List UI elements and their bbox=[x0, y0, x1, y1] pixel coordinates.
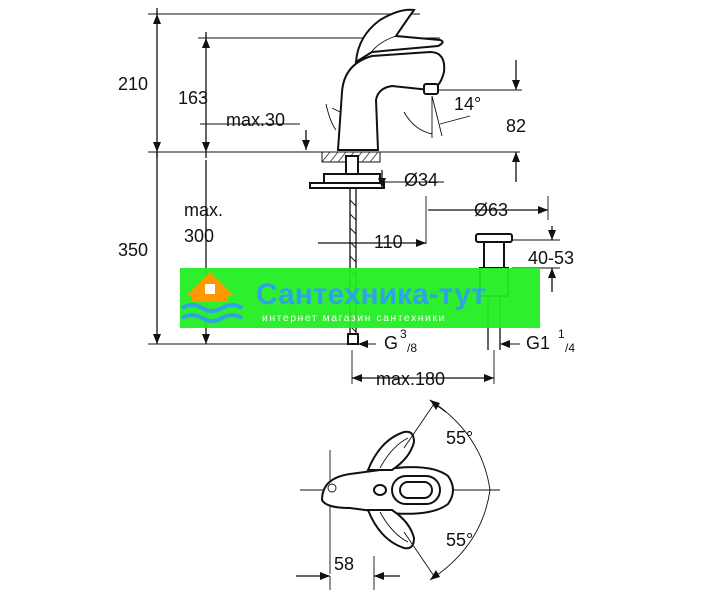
dim-g38-sub: /8 bbox=[407, 341, 417, 355]
dimension-82: 82 bbox=[506, 60, 526, 182]
dim-g38-sup: 3 bbox=[400, 327, 407, 341]
dimension-g38: G 3 /8 bbox=[358, 327, 417, 355]
watermark-banner: Сантехника-тут интернет магазин сантехни… bbox=[180, 268, 540, 328]
angle-top-label: 55° bbox=[446, 428, 473, 448]
dim-g38-main: G bbox=[384, 333, 398, 353]
dimension-max300: max. 300 bbox=[184, 160, 223, 344]
dim-350-label: 350 bbox=[118, 240, 148, 260]
watermark-subtitle: интернет магазин сантехники bbox=[262, 312, 446, 324]
dim-g114-sup: 1 bbox=[558, 327, 565, 341]
dimension-350: 350 bbox=[118, 152, 161, 344]
dimension-d63: Ø63 bbox=[425, 196, 549, 244]
angle-bottom-label: 55° bbox=[446, 530, 473, 550]
angle-14-label: 14° bbox=[454, 94, 481, 114]
dim-max30-label: max.30 bbox=[226, 110, 285, 130]
dim-g114-main: G1 bbox=[526, 333, 550, 353]
extension-lines bbox=[148, 13, 522, 345]
dimension-max30: max.30 bbox=[226, 110, 310, 150]
dimension-g114: G1 1 /4 bbox=[500, 327, 575, 355]
dim-40-53-label: 40-53 bbox=[528, 248, 574, 268]
watermark-title: Сантехника-тут bbox=[256, 278, 486, 311]
dimension-210: 210 bbox=[118, 8, 161, 158]
plan-view: 55° 55° 58 bbox=[296, 399, 500, 590]
faucet-body bbox=[325, 8, 446, 151]
dimension-163: 163 bbox=[178, 32, 210, 158]
dim-82-label: 82 bbox=[506, 116, 526, 136]
dimension-d34: Ø34 bbox=[378, 170, 444, 190]
dim-max-label: max. bbox=[184, 200, 223, 220]
angle-14: 14° bbox=[403, 94, 481, 138]
house-logo-icon bbox=[186, 272, 234, 302]
dim-210-label: 210 bbox=[118, 74, 148, 94]
dim-g114-sub: /4 bbox=[565, 341, 575, 355]
dim-max180-label: max.180 bbox=[376, 369, 445, 389]
dim-163-label: 163 bbox=[178, 88, 208, 108]
water-waves-icon bbox=[180, 303, 244, 323]
dim-d34-label: Ø34 bbox=[404, 170, 438, 190]
dimension-110: 110 bbox=[318, 232, 426, 252]
dimension-max180: max.180 bbox=[351, 350, 495, 389]
dim-110-label: 110 bbox=[374, 232, 403, 252]
dim-300-label: 300 bbox=[184, 226, 214, 246]
dim-d63-label: Ø63 bbox=[474, 200, 508, 220]
dim-58-label: 58 bbox=[334, 554, 354, 574]
